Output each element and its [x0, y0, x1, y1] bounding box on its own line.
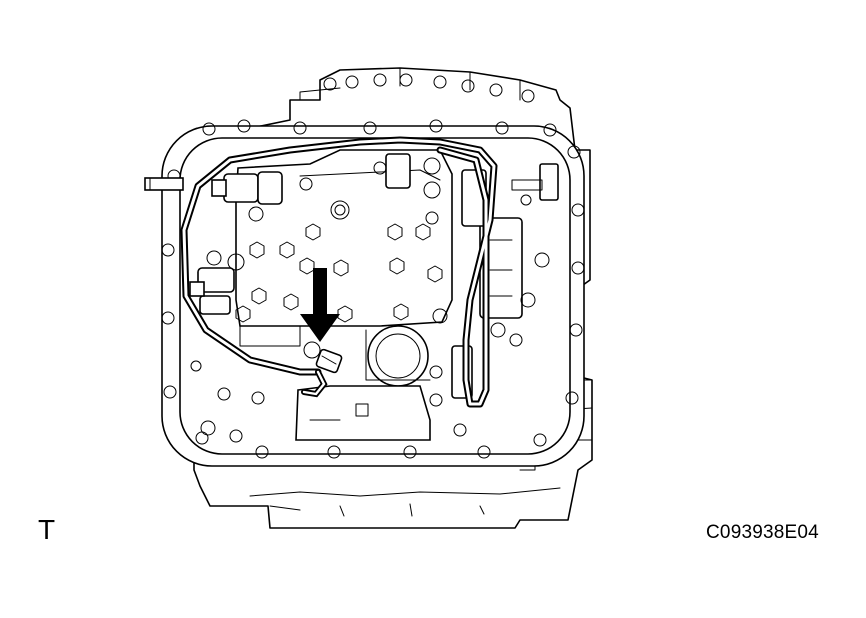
valve-body-plate: [235, 149, 453, 347]
wire-harness: [180, 136, 498, 408]
corner-mark: T: [38, 514, 56, 545]
valve-body-bolts: [235, 200, 448, 324]
harness-connector: [315, 348, 343, 374]
down-arrow-icon: [300, 268, 340, 342]
solenoid-left-upper: [211, 171, 283, 205]
solenoid-left-lower: [189, 250, 245, 315]
solenoid-top-center: [299, 153, 441, 199]
oil-strainer-ring: [365, 325, 431, 387]
housing-bolts-top: [323, 73, 535, 103]
figure-code: C093938E04: [706, 522, 819, 543]
left-shaft: [144, 177, 184, 191]
right-valve-section: [451, 163, 559, 399]
lower-bracket: [190, 341, 467, 443]
pan-flange-bolts: [161, 119, 585, 459]
